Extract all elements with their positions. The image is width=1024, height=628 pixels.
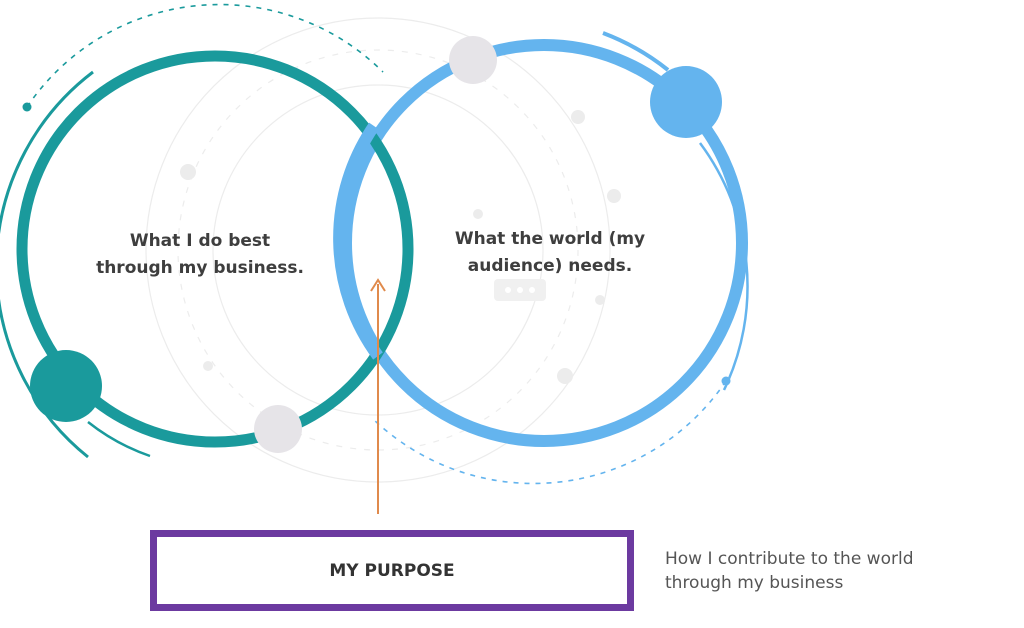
left-dashed-arc	[26, 3, 384, 108]
purpose-caption-line1: How I contribute to the world	[665, 549, 914, 569]
purpose-caption: How I contribute to the world through my…	[665, 547, 1005, 595]
right-node-small	[449, 36, 497, 84]
left-circle-label-line1: What I do best	[129, 231, 271, 251]
right-circle-label: What the world (my audience) needs.	[430, 226, 670, 280]
left-circle	[16, 50, 414, 448]
left-node-small	[254, 405, 302, 453]
right-arc-end-dot	[721, 376, 731, 386]
lens-overlap	[333, 122, 383, 360]
purpose-caption-line2: through my business	[665, 573, 844, 593]
right-node-large	[650, 66, 722, 138]
purpose-box: MY PURPOSE	[150, 530, 634, 611]
left-arc-end-dot	[22, 102, 32, 112]
faint-badge	[494, 279, 546, 301]
left-bottom-arc	[87, 421, 151, 458]
left-circle-label-line2: through my business.	[96, 258, 304, 278]
left-node-large	[30, 350, 102, 422]
right-circle-label-line2: audience) needs.	[467, 256, 633, 276]
background-dots	[180, 110, 621, 384]
purpose-label: MY PURPOSE	[329, 560, 455, 581]
right-circle	[340, 39, 748, 447]
right-circle-label-line1: What the world (my	[454, 229, 646, 249]
left-circle-label: What I do best through my business.	[80, 228, 320, 282]
right-top-arc	[602, 31, 670, 72]
purpose-arrow-head	[370, 278, 386, 292]
right-dashed-arc	[371, 380, 727, 485]
